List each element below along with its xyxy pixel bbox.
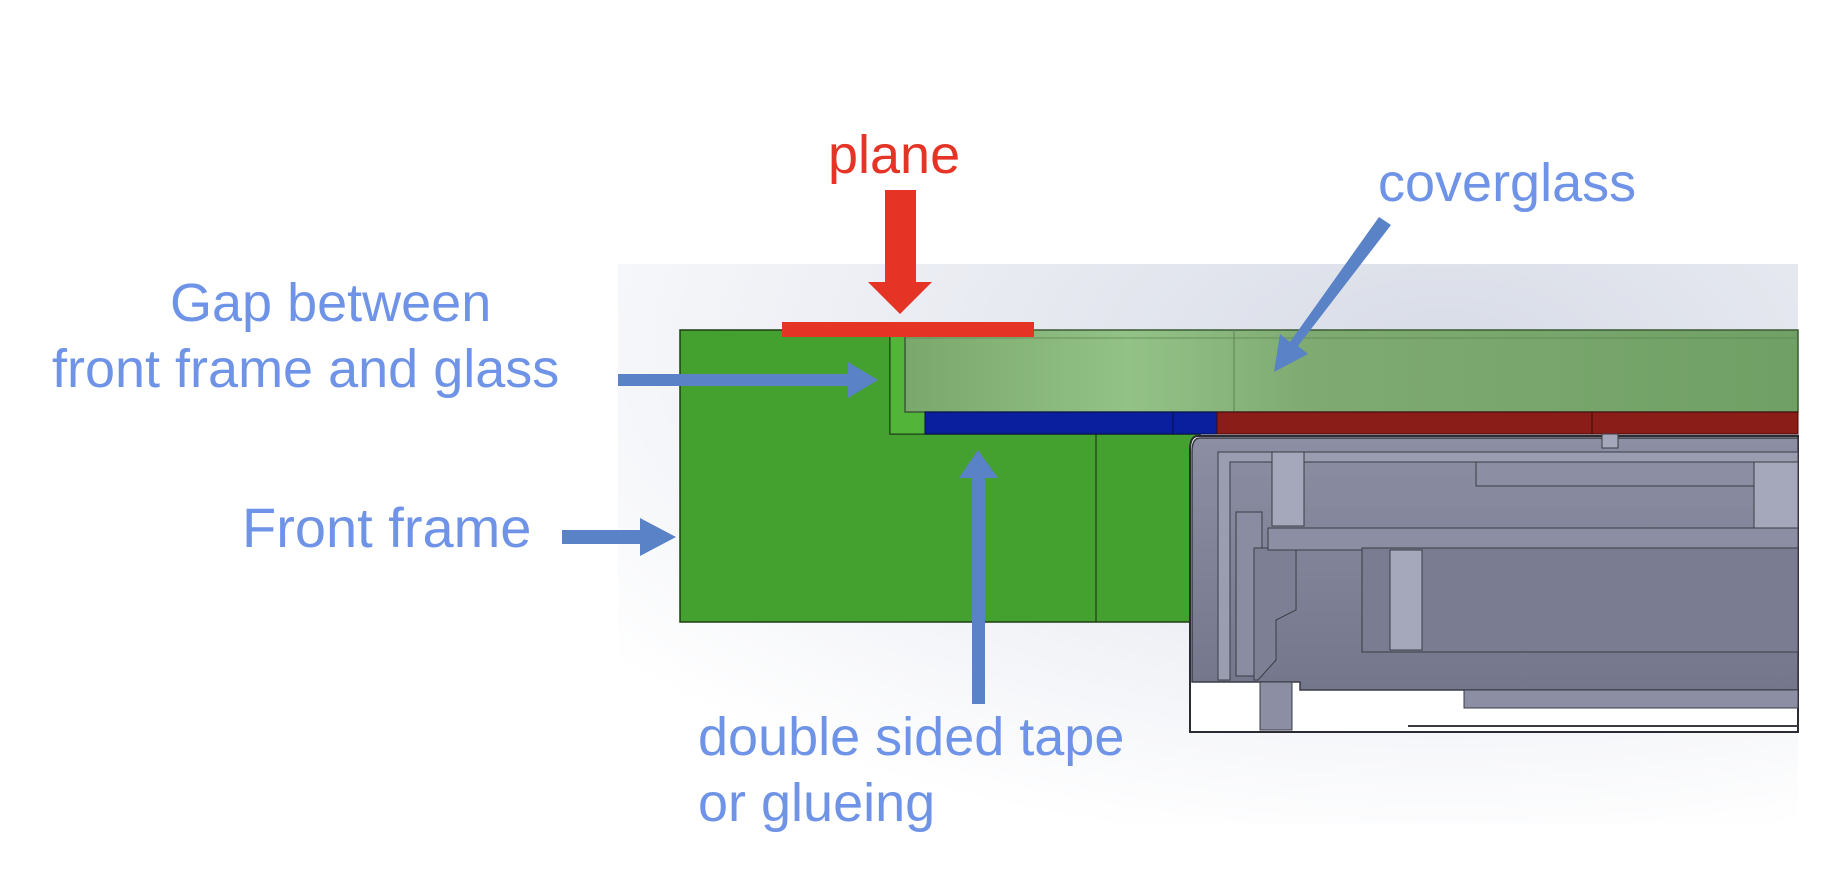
- plane-label: plane: [828, 125, 961, 185]
- housing-slot: [1253, 547, 1297, 681]
- housing-shelf-mid: [1267, 527, 1799, 551]
- plane-arrow: [868, 190, 932, 314]
- gap-arrow: [618, 362, 878, 398]
- coverglass-arrow: [1274, 217, 1391, 372]
- front-frame-label: Front frame: [242, 496, 532, 559]
- gap-label-line1: Gap between: [170, 273, 492, 333]
- tape-arrow: [959, 450, 998, 704]
- plane-line: [782, 322, 1034, 337]
- housing-post-1: [1271, 451, 1305, 527]
- housing-shelf-top: [1475, 461, 1799, 487]
- housing-inner-box: [1361, 547, 1799, 653]
- housing-post-3: [1753, 461, 1799, 529]
- coverglass-label: coverglass: [1378, 153, 1637, 213]
- gap-label-line2: front frame and glass: [52, 339, 560, 399]
- housing-bottom-strip: [1463, 689, 1799, 709]
- coverglass-body: [904, 329, 1799, 413]
- tape-red: [1216, 411, 1799, 435]
- tape-label-line1: double sided tape: [698, 707, 1125, 767]
- housing-pin: [1601, 433, 1619, 449]
- tape-label-line2: or glueing: [698, 773, 936, 833]
- front-frame-arrow: [562, 518, 676, 556]
- housing-inner-wall: [1217, 451, 1799, 681]
- housing-foot: [1259, 681, 1293, 731]
- housing-post-2: [1389, 549, 1423, 651]
